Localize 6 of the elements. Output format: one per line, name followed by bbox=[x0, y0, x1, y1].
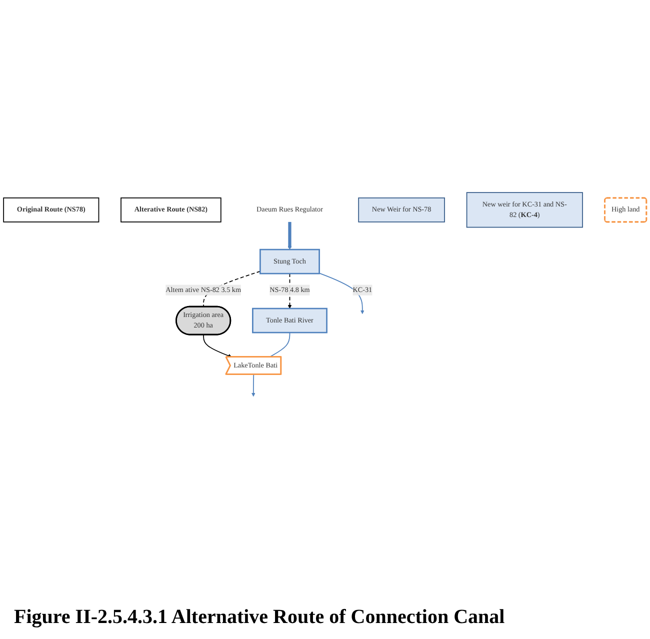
figure-caption: Figure II-2.5.4.3.1 Alternative Route of Connection Canal bbox=[13, 605, 506, 630]
arrow bbox=[251, 374, 256, 396]
connector bbox=[269, 332, 290, 358]
arrow bbox=[288, 222, 292, 250]
arrow bbox=[318, 272, 364, 314]
arrow bbox=[203, 334, 232, 358]
